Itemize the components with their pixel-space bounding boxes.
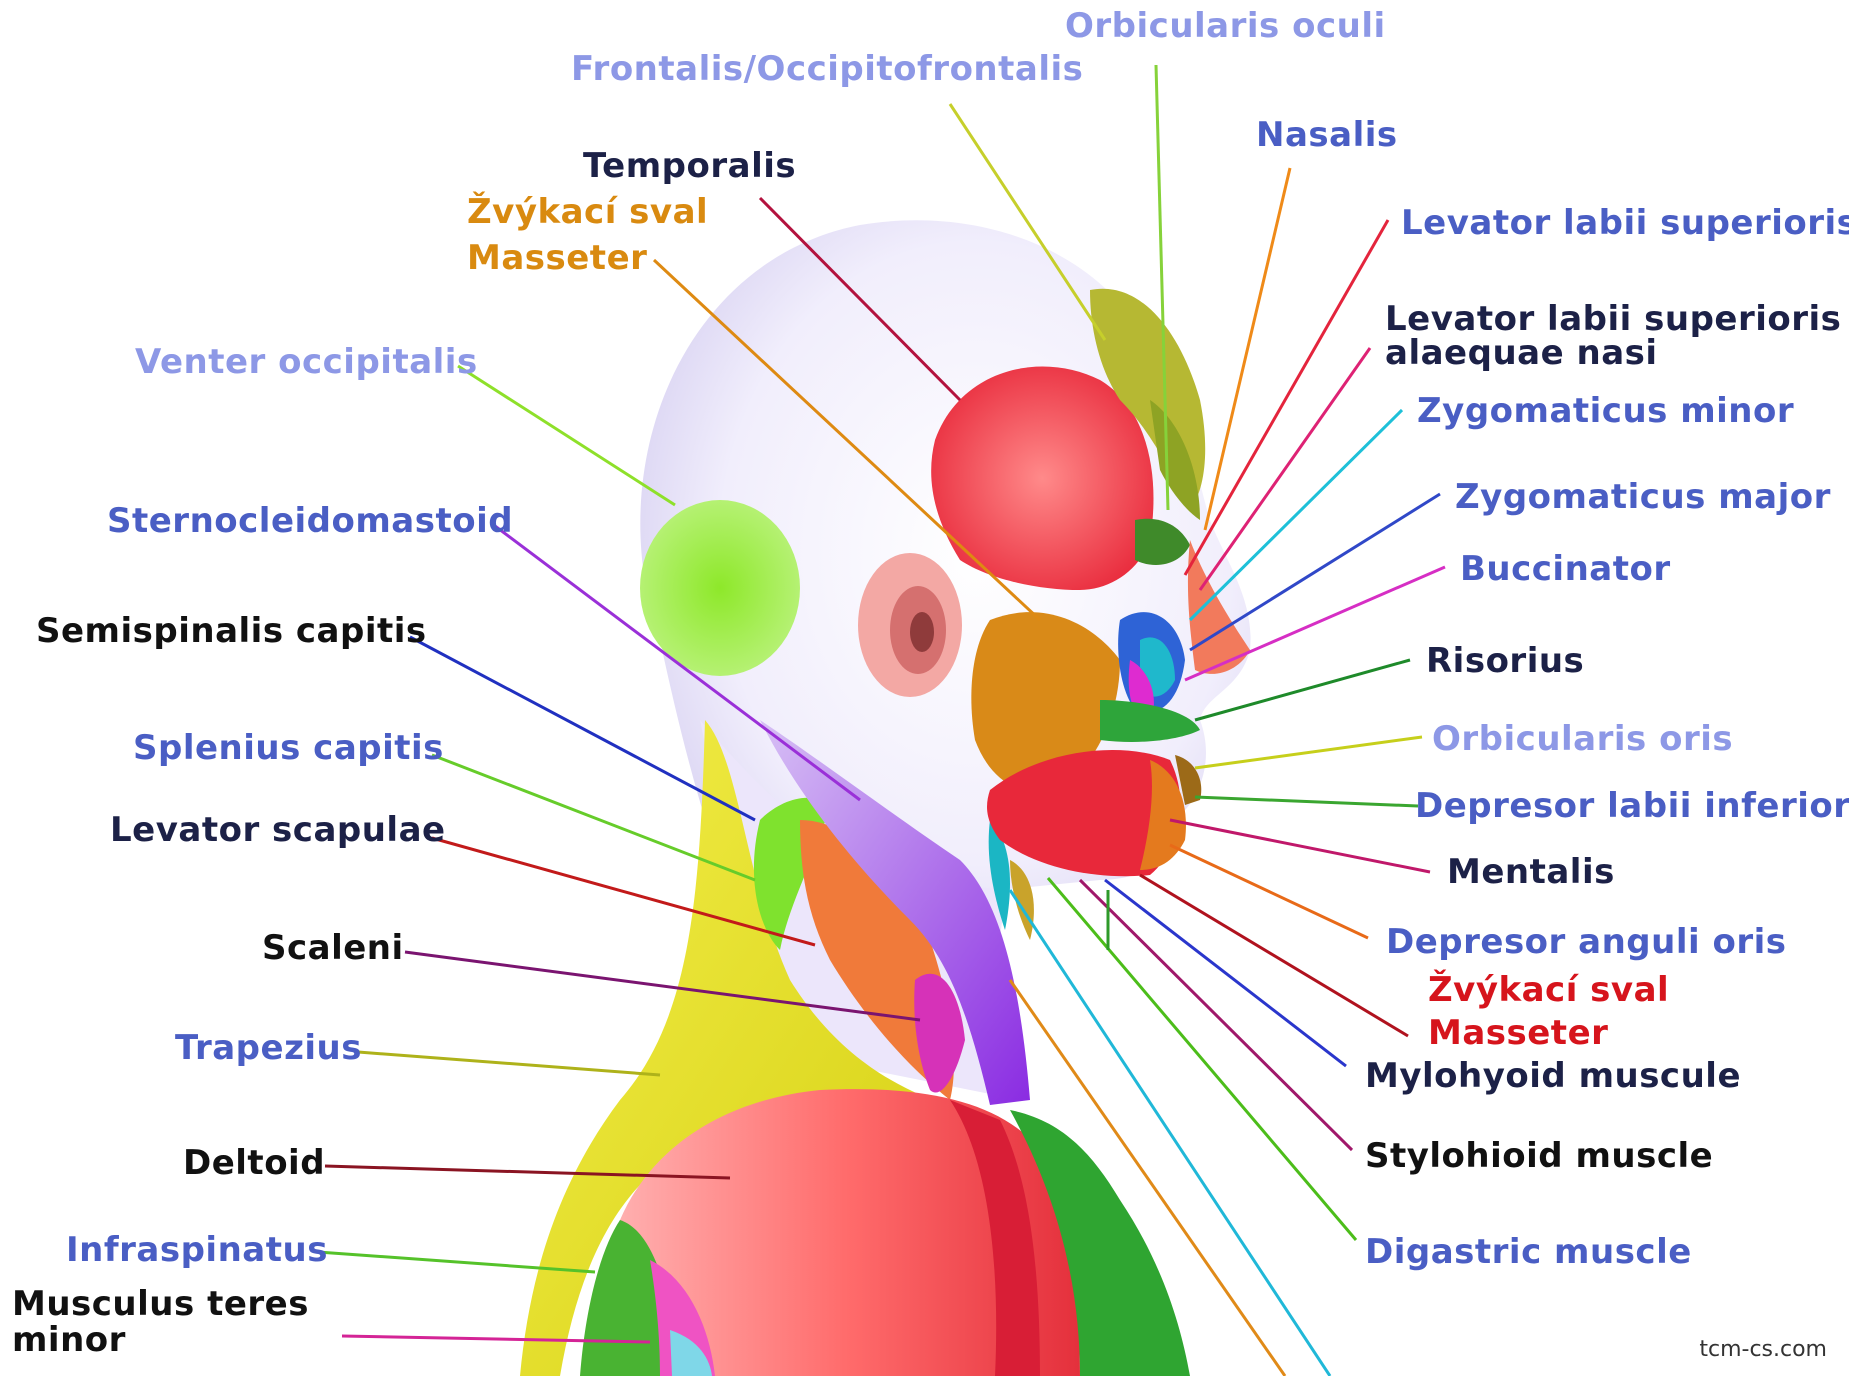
label-orbicularis-oculi: Orbicularis oculi [1065,8,1386,44]
label-infraspinatus: Infraspinatus [66,1232,328,1268]
label-mylohyoid: Mylohyoid muscule [1365,1058,1741,1094]
label-scaleni: Scaleni [262,930,404,966]
label-buccinator: Buccinator [1460,551,1671,587]
label-zygomaticus-major: Zygomaticus major [1455,479,1831,515]
label-teres-minor-1: Musculus teres [12,1286,309,1322]
label-mentalis: Mentalis [1447,854,1615,890]
label-splenius-capitis: Splenius capitis [133,730,444,766]
label-deltoid: Deltoid [183,1145,325,1181]
label-nasalis: Nasalis [1256,117,1398,153]
watermark: tcm-cs.com [1699,1337,1827,1362]
label-levator-labii-alaeque-1: Levator labii superioris [1385,301,1841,337]
label-zygomaticus-minor: Zygomaticus minor [1417,393,1794,429]
label-levator-labii: Levator labii superioris [1401,205,1849,241]
label-venter-occipitalis: Venter occipitalis [135,344,478,380]
label-levator-scapulae: Levator scapulae [110,812,446,848]
label-stylohioid: Stylohioid muscle [1365,1138,1713,1174]
label-depresor-labii: Depresor labii inferioris [1415,788,1849,824]
label-orbicularis-oris: Orbicularis oris [1432,721,1733,757]
label-masseter-1: Masseter [467,240,647,276]
label-zvykaci-sval-1: Žvýkací sval [467,194,708,230]
label-depresor-anguli: Depresor anguli oris [1386,924,1787,960]
venter-occipitalis-shape [640,500,800,676]
label-sternocleidomastoid: Sternocleidomastoid [107,503,513,539]
label-levator-labii-alaeque-2: alaequae nasi [1385,335,1658,371]
label-frontalis: Frontalis/Occipitofrontalis [571,51,1083,87]
label-temporalis: Temporalis [583,148,796,184]
label-semispinalis-capitis: Semispinalis capitis [36,613,427,649]
label-trapezius: Trapezius [175,1030,362,1066]
label-zvykaci-sval-2: Žvýkací sval [1428,972,1669,1008]
label-risorius: Risorius [1426,643,1584,679]
label-masseter-2: Masseter [1428,1015,1608,1051]
label-digastric: Digastric muscle [1365,1234,1692,1270]
label-teres-minor-2: minor [12,1322,126,1358]
